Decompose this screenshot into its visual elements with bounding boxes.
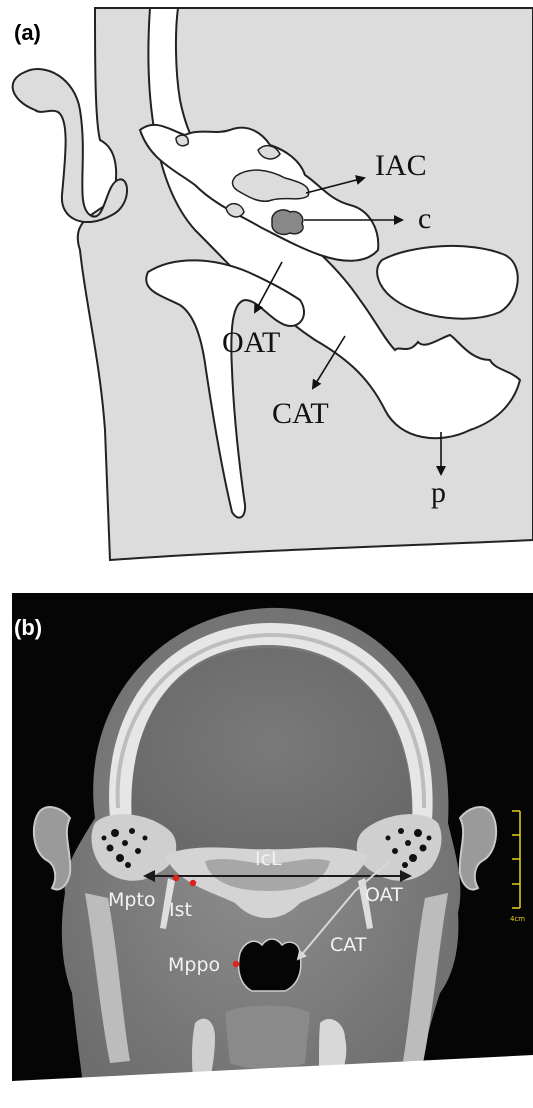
label-oat: OAT [222,326,280,359]
atlas [225,1006,310,1070]
panel-a-schematic: (a) IAC c OAT CAT p [0,0,533,590]
label-iac: IAC [375,149,427,182]
label-mppo: Mppo [168,954,220,976]
label-oat-ct: OAT [365,884,403,906]
cochlea-shape [272,210,303,234]
marker-ist [190,880,196,886]
label-ist: Ist [169,899,192,921]
cavity-4 [176,135,188,146]
label-cat: CAT [272,397,329,430]
panel-a-label: (a) [14,20,41,45]
ct-image: 4cm (b) IcL Mpto Ist OAT CAT Mppo [0,593,533,1108]
panel-b-ct-scan: 4cm (b) IcL Mpto Ist OAT CAT Mppo [0,593,533,1108]
nasopharynx-air [239,939,301,991]
label-p: p [431,476,446,509]
label-c: c [418,202,431,235]
label-icl: IcL [255,848,282,870]
schematic-drawing: (a) IAC c OAT CAT p [0,0,533,590]
marker-mppo [233,961,239,967]
scale-unit-label: 4cm [510,915,525,923]
marker-mpto [173,875,179,881]
label-mpto: Mpto [108,889,156,911]
label-cat-ct: CAT [330,934,367,956]
panel-b-label: (b) [14,615,42,640]
